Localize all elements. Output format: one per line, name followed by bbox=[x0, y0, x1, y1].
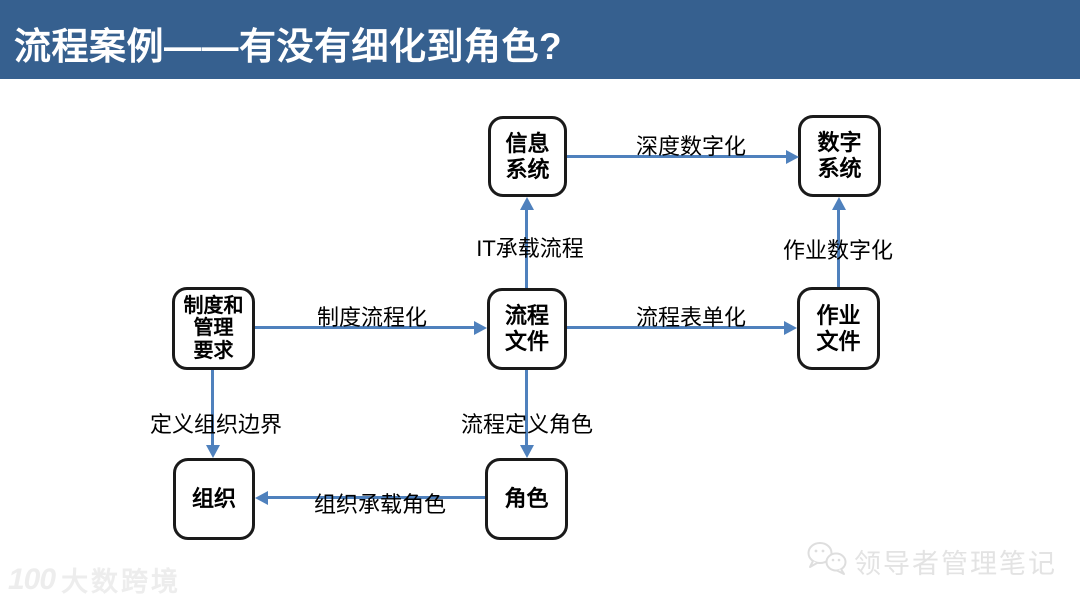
edge-policy-to-org bbox=[211, 370, 214, 446]
arrowhead-up-icon bbox=[832, 197, 846, 210]
edge-work-to-digital bbox=[837, 209, 840, 287]
edge-label-work-digitalization: 作业数字化 bbox=[782, 238, 894, 263]
arrowhead-down-icon bbox=[520, 445, 534, 458]
node-work-document: 作业 文件 bbox=[797, 287, 880, 370]
watermark-bottom-left: 100 大数跨境 bbox=[8, 560, 181, 599]
edge-label-org-carries-role: 组织承载角色 bbox=[313, 492, 447, 517]
edge-policy-to-process bbox=[255, 326, 475, 329]
edge-label-process-defines-role: 流程定义角色 bbox=[460, 412, 594, 437]
edge-label-deep-digitalization: 深度数字化 bbox=[635, 134, 747, 159]
watermark-bottom-right: 领导者管理笔记 bbox=[806, 540, 1057, 583]
watermark-brand-right: 领导者管理笔记 bbox=[854, 549, 1057, 579]
edge-label-it-carries-process: IT承载流程 bbox=[476, 236, 584, 261]
arrowhead-left-icon bbox=[255, 491, 268, 505]
edge-label-policy-to-process: 制度流程化 bbox=[316, 305, 428, 330]
edge-label-define-org-boundary: 定义组织边界 bbox=[149, 412, 283, 437]
edge-process-to-work bbox=[567, 326, 785, 329]
edge-label-process-to-form: 流程表单化 bbox=[635, 305, 747, 330]
arrowhead-right-icon bbox=[474, 321, 487, 335]
node-policy-requirements: 制度和 管理 要求 bbox=[172, 287, 255, 370]
header-bar: 流程案例——有没有细化到角色? bbox=[0, 0, 1080, 79]
page-title: 流程案例——有没有细化到角色? bbox=[14, 26, 563, 67]
edge-process-to-role bbox=[525, 370, 528, 446]
wechat-bubbles-icon bbox=[806, 540, 848, 583]
edge-process-to-info bbox=[525, 209, 528, 288]
node-info-system: 信息 系统 bbox=[488, 116, 567, 197]
arrowhead-down-icon bbox=[206, 445, 220, 458]
node-role: 角色 bbox=[485, 458, 568, 540]
arrowhead-right-icon bbox=[786, 150, 799, 164]
watermark-brand-left: 大数跨境 bbox=[61, 567, 182, 597]
edge-info-to-digital bbox=[567, 155, 787, 158]
node-organization: 组织 bbox=[173, 458, 255, 540]
arrowhead-up-icon bbox=[520, 197, 534, 210]
arrowhead-right-icon bbox=[784, 321, 797, 335]
dashu-100-logo-icon: 100 bbox=[8, 562, 56, 596]
node-digital-system: 数字 系统 bbox=[798, 115, 881, 197]
node-process-document: 流程 文件 bbox=[487, 288, 567, 370]
edge-role-to-org bbox=[268, 496, 485, 499]
